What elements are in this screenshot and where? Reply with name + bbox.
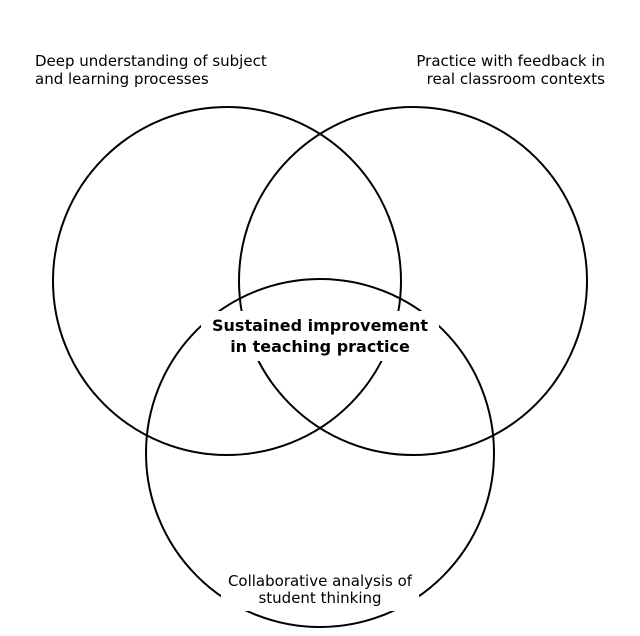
circle-practice-feedback xyxy=(238,106,588,456)
label-line: and learning processes xyxy=(35,70,209,88)
circle-subject-understanding xyxy=(52,106,402,456)
label-practice-feedback: Practice with feedback in real classroom… xyxy=(416,52,605,88)
label-subject-understanding: Deep understanding of subject and learni… xyxy=(35,52,267,88)
label-line: in teaching practice xyxy=(230,337,410,356)
label-line: Deep understanding of subject xyxy=(35,52,267,70)
label-line: real classroom contexts xyxy=(426,70,605,88)
circle-collaborative-analysis xyxy=(145,278,495,628)
label-line: student thinking xyxy=(258,589,382,607)
label-line: Sustained improvement xyxy=(212,316,428,335)
center-label: Sustained improvement in teaching practi… xyxy=(201,311,439,361)
label-line: Practice with feedback in xyxy=(416,52,605,70)
label-collaborative-analysis: Collaborative analysis of student thinki… xyxy=(221,569,419,611)
label-line: Collaborative analysis of xyxy=(227,572,413,590)
